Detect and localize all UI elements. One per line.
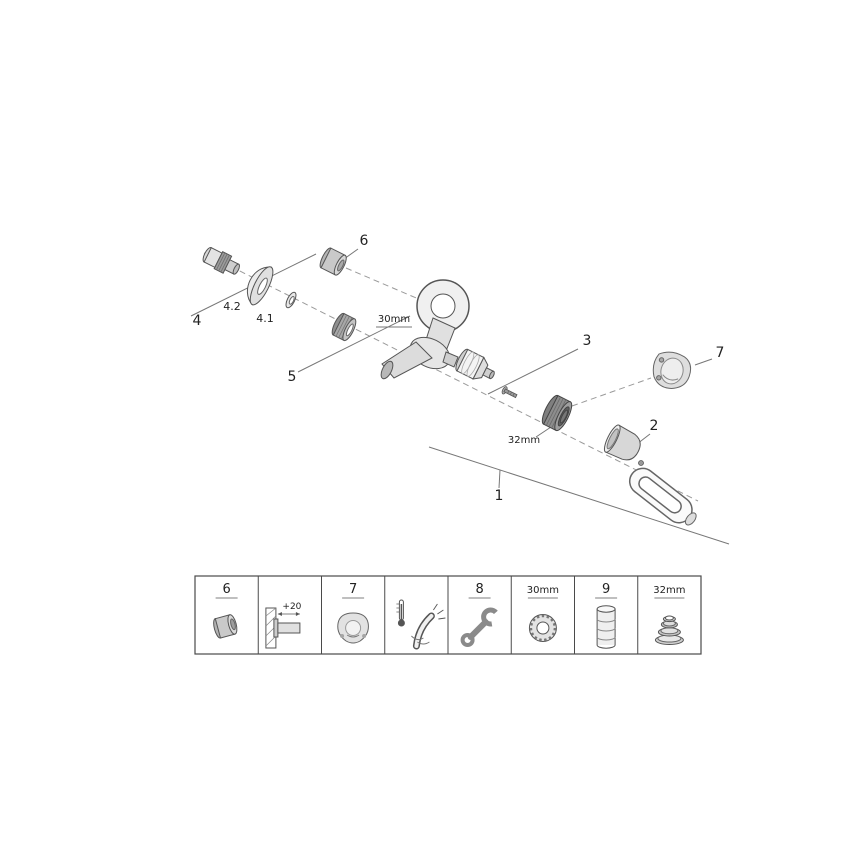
- legend-table: 6 +20: [194, 575, 702, 655]
- legend-cell-30mm: 30mm: [527, 585, 559, 642]
- union-nut-part6: [319, 247, 347, 276]
- screw-part: [501, 386, 518, 399]
- callout-4-2: 4.2: [223, 300, 241, 313]
- callout-3: 3: [583, 333, 592, 349]
- legend-cell-32mm-label: 32mm: [653, 585, 685, 596]
- escutcheon-cap-part: [652, 351, 692, 389]
- legend-cell-mounting: +20: [265, 602, 302, 649]
- escutcheon-cap-part-icon: [337, 612, 369, 644]
- legend-cell-32mm: 32mm: [653, 585, 686, 645]
- extension-sleeve-part-icon: [596, 605, 616, 649]
- callout-4-1: 4.1: [256, 312, 274, 325]
- main-axis-dashed-line: [203, 252, 699, 502]
- legend-cell-part7-label: 7: [349, 582, 357, 597]
- leader-dim32: [535, 426, 552, 438]
- callout-4: 4: [193, 313, 202, 329]
- union-nut-part-icon: [213, 614, 238, 639]
- mounting-depth-value: +20: [282, 602, 301, 612]
- legend-cell-part6-label: 6: [222, 582, 230, 597]
- dim-label-30mm: 30mm: [378, 314, 410, 325]
- cap-sleeve-part: [603, 424, 641, 461]
- bracket-part5: [297, 315, 411, 373]
- callout-7: 7: [716, 345, 725, 361]
- part7-axis-dashed-line: [571, 377, 652, 407]
- bracket-part3: [487, 348, 579, 395]
- callout-5: 5: [288, 369, 297, 385]
- legend-cell-tool8-label: 8: [475, 582, 483, 597]
- legend-cell-part9: 9: [595, 582, 618, 649]
- mixer-body-part: [380, 279, 470, 380]
- dim-label-32mm: 32mm: [508, 435, 540, 446]
- callout-1: 1: [495, 488, 504, 504]
- assembly-axis-lines: [203, 252, 699, 502]
- callout-6: 6: [360, 233, 369, 249]
- tick-part1: [498, 469, 501, 489]
- bracket-part1: [428, 446, 730, 545]
- seal-ring-stack-icon: [654, 615, 684, 645]
- legend-cell-temperature: [396, 599, 446, 650]
- small-screw-dot: [638, 460, 644, 466]
- cartridge-part: [455, 348, 495, 380]
- lever-handle-part: [628, 467, 697, 526]
- knurled-nut-icon: [528, 614, 557, 642]
- adapter-fitting-part: [202, 247, 240, 275]
- ring-nut-32mm-part: [541, 394, 573, 432]
- legend-cell-part9-label: 9: [602, 582, 610, 597]
- dome-escutcheon-part: [247, 266, 274, 306]
- wall-mounting-depth-icon: +20: [265, 602, 302, 649]
- legend-cell-30mm-label: 30mm: [527, 585, 559, 596]
- legend-cell-part7: 7: [337, 582, 369, 644]
- callout-2: 2: [650, 418, 659, 434]
- washer-part: [285, 291, 297, 309]
- leader-part7: [694, 358, 713, 366]
- temperature-adjust-lever-icon: [396, 599, 446, 650]
- legend-cell-part6: 6: [213, 582, 238, 639]
- knurled-nut-30mm-part: [331, 312, 357, 342]
- part6-axis-dashed-line: [345, 267, 429, 304]
